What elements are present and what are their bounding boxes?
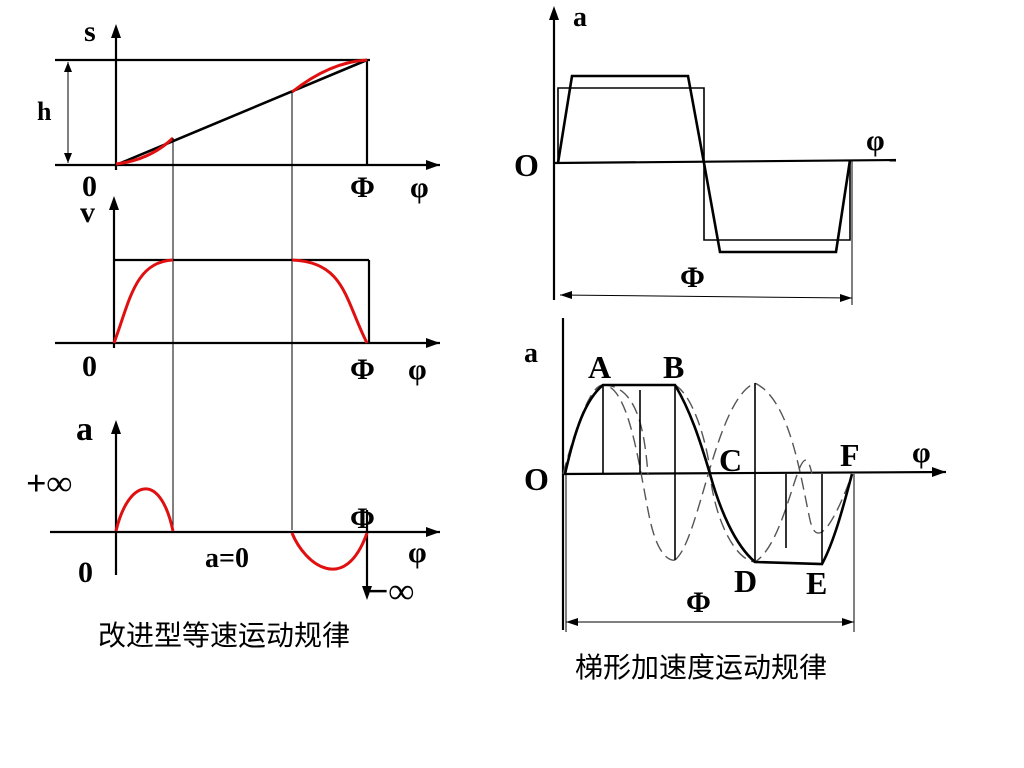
a-end-label: Φ (350, 502, 375, 535)
a-positive-pulse (114, 487, 175, 532)
v-end-curve (291, 258, 369, 344)
s-start-curve (115, 136, 175, 166)
rt-y-arrow (549, 6, 559, 20)
v-ylabel: v (80, 196, 95, 229)
point-c-label: C (719, 442, 742, 478)
a-x-arrow (426, 527, 440, 537)
s-xlabel: φ (410, 171, 429, 204)
rt-xlabel: φ (866, 124, 885, 157)
point-e-label: E (806, 565, 827, 601)
acceleration-plot: a +∞ 0 Φ φ a=0 −∞ (26, 411, 440, 611)
a-y-arrow (111, 420, 121, 434)
point-a-label: A (588, 349, 611, 385)
h-label: h (37, 97, 52, 126)
s-ylabel: s (84, 15, 96, 48)
rt-x-axis (553, 158, 897, 165)
s-x-arrow (426, 160, 440, 170)
rb-origin: O (524, 461, 549, 497)
rb-dashed-curve-2 (602, 384, 649, 475)
left-caption: 改进型等速运动规律 (98, 619, 350, 652)
right-top-plot: a O φ Φ (514, 2, 897, 305)
rt-span-line (559, 294, 853, 299)
rb-dashed-curve-4 (674, 384, 813, 563)
a-zero-label: a=0 (205, 543, 249, 574)
s-linear-line (115, 58, 368, 167)
s-origin: 0 (82, 170, 97, 203)
rb-dashed-curve-3 (674, 382, 853, 561)
point-f-label: F (840, 437, 860, 473)
rb-acceleration-curve (563, 383, 854, 566)
rt-origin: O (514, 147, 539, 183)
s-end-label: Φ (350, 171, 375, 204)
a-origin: 0 (78, 556, 93, 589)
rb-x-arrow (932, 467, 946, 477)
rt-ylabel: a (573, 2, 587, 33)
v-start-curve (112, 258, 174, 344)
a-minus-inf-arrow (362, 586, 372, 600)
s-y-arrow (111, 24, 121, 38)
point-d-label: D (734, 563, 757, 599)
rt-trapezoidal-wave (556, 74, 852, 254)
v-origin: 0 (82, 350, 97, 383)
v-end-label: Φ (350, 353, 375, 386)
v-xlabel: φ (408, 353, 427, 386)
rb-ylabel: a (524, 338, 538, 369)
s-end-curve (291, 58, 368, 94)
right-caption: 梯形加速度运动规律 (575, 651, 827, 684)
right-bottom-plot: a O φ A B C D E F Φ (524, 318, 947, 632)
displacement-plot: s h 0 Φ φ (37, 15, 440, 204)
point-b-label: B (663, 349, 684, 385)
rb-span-label: Φ (686, 586, 711, 619)
a-ylabel: a (76, 411, 93, 448)
rt-span-label: Φ (680, 261, 705, 294)
plus-infinity-label: +∞ (26, 463, 72, 503)
minus-infinity-label: −∞ (368, 571, 414, 611)
a-negative-pulse (290, 532, 369, 571)
a-xlabel: φ (408, 536, 427, 569)
velocity-plot: v 0 Φ φ (55, 196, 440, 386)
v-x-arrow (426, 338, 440, 348)
rb-xlabel: φ (912, 436, 931, 469)
v-y-arrow (109, 196, 119, 210)
